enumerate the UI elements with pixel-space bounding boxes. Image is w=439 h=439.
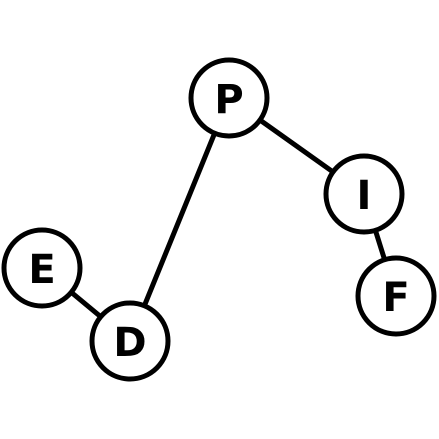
node-f: F bbox=[355, 255, 437, 337]
node-label: F bbox=[382, 275, 409, 321]
node-i: I bbox=[323, 153, 405, 235]
node-e: E bbox=[1, 227, 83, 309]
node-circle bbox=[1, 227, 83, 309]
node-d: D bbox=[89, 300, 171, 382]
node-p: P bbox=[188, 57, 270, 139]
node-label: E bbox=[28, 247, 55, 293]
node-label: I bbox=[357, 173, 372, 219]
edge-p-d bbox=[127, 95, 232, 344]
node-circle bbox=[323, 153, 405, 235]
node-label: D bbox=[113, 320, 146, 366]
node-label: P bbox=[214, 77, 243, 123]
node-circle bbox=[89, 300, 171, 382]
node-circle bbox=[355, 255, 437, 337]
node-layer: P I E D F bbox=[1, 57, 437, 382]
node-circle bbox=[188, 57, 270, 139]
